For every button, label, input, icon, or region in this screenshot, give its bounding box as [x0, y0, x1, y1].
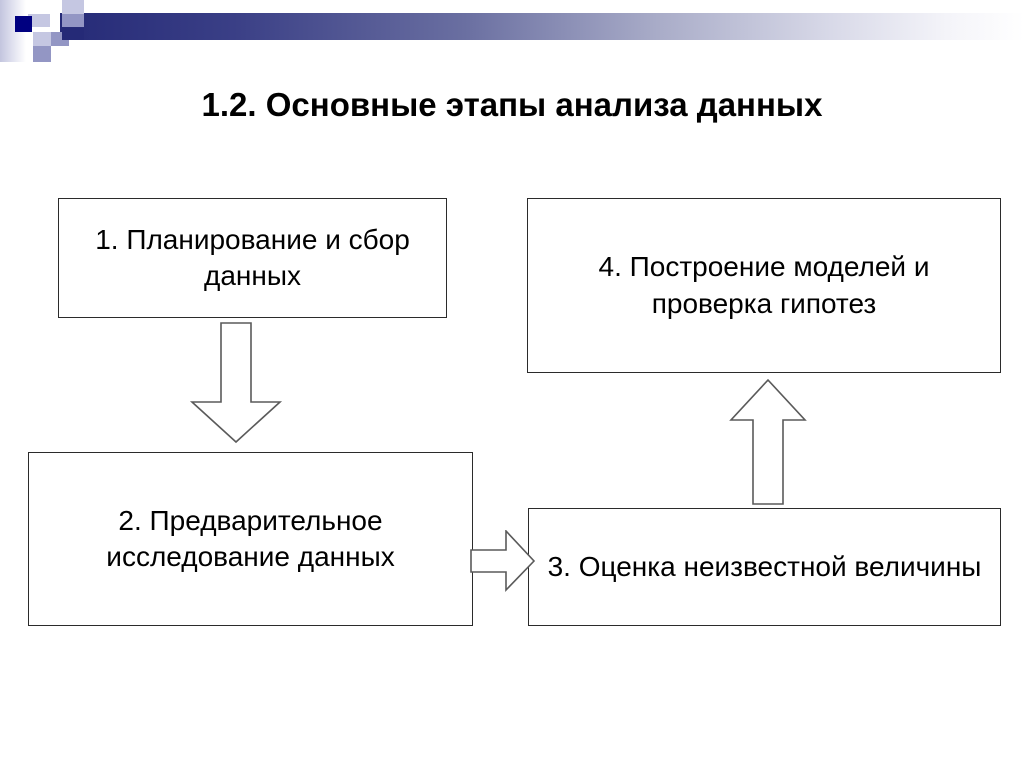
deco-square-navy — [15, 16, 32, 32]
header-gradient-bar — [60, 13, 1024, 40]
flow-box-1-label: 1. Планирование и сбор данных — [95, 223, 410, 291]
deco-square-dark-1 — [62, 28, 84, 40]
arrow-right-icon — [470, 530, 536, 592]
page-title: 1.2. Основные этапы анализа данных — [201, 86, 823, 123]
slide-header-decoration — [0, 0, 1024, 62]
flow-box-3-label: 3. Оценка неизвестной величины — [547, 550, 982, 582]
deco-square-mid-3 — [33, 46, 51, 62]
flow-box-model-building-and-hypothesis-testing[interactable]: 4. Построение моделей и проверка гипотез — [527, 198, 1001, 373]
deco-square-light-1 — [62, 0, 84, 14]
flow-box-planning-and-data-collection[interactable]: 1. Планирование и сбор данных — [58, 198, 447, 318]
flow-box-4-label: 4. Построение моделей и проверка гипотез — [598, 251, 930, 319]
deco-square-light-3 — [33, 32, 51, 46]
arrow-up-icon — [728, 378, 808, 506]
flow-box-unknown-quantity-estimation[interactable]: 3. Оценка неизвестной величины — [528, 508, 1001, 626]
flow-box-preliminary-data-exploration[interactable]: 2. Предварительное исследование данных — [28, 452, 473, 626]
deco-square-light-2 — [28, 14, 50, 27]
arrow-down-icon — [188, 322, 284, 444]
deco-square-mid-1 — [62, 14, 84, 27]
flow-box-2-label: 2. Предварительное исследование данных — [106, 504, 395, 572]
